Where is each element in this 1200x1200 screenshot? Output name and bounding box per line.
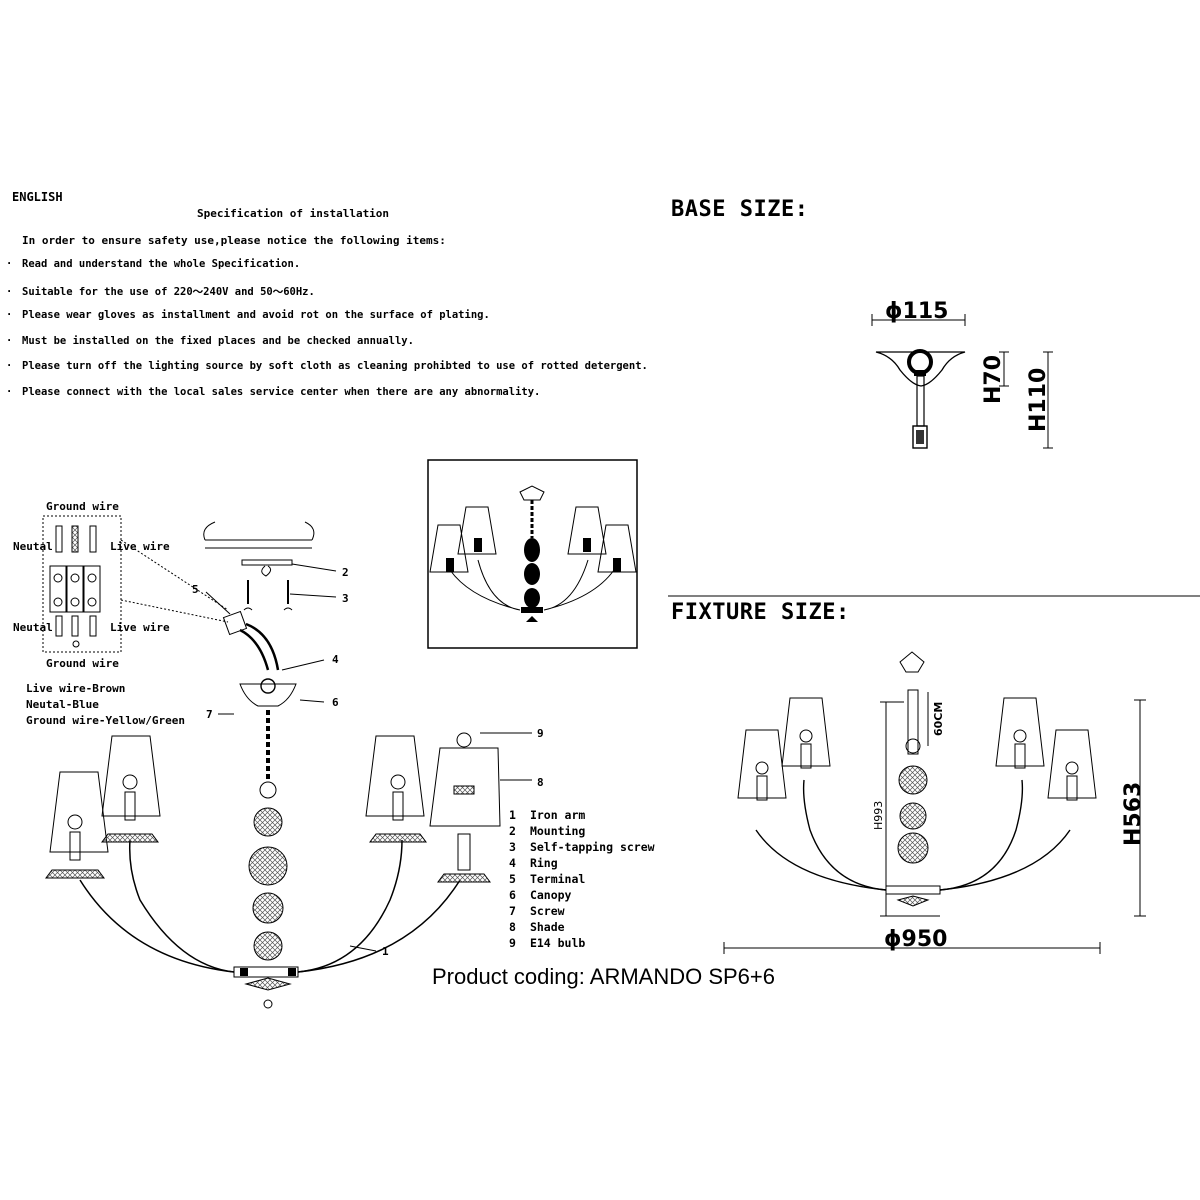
parts-list: 1 Iron arm 2 Mounting 3 Self-tapping scr… bbox=[509, 808, 655, 952]
live-bottom-label: Live wire bbox=[110, 621, 170, 634]
base-size-heading: BASE SIZE: bbox=[671, 197, 809, 222]
callout-7: 7 bbox=[206, 708, 213, 721]
neutral-top-label: Neutal bbox=[13, 540, 53, 553]
part-item: 6 Canopy bbox=[509, 888, 572, 902]
callout-8: 8 bbox=[537, 776, 544, 789]
base-h-total-label: H110 bbox=[1026, 368, 1051, 432]
part-item: 2 Mounting bbox=[509, 824, 586, 838]
wiring-diagram: Ground wire Neutal Live wire Neutal Live… bbox=[13, 500, 229, 670]
spec-item: Please wear gloves as installment and av… bbox=[6, 309, 648, 335]
fixture-diameter-label: ϕ950 bbox=[884, 927, 947, 952]
fixture-height-label: H563 bbox=[1121, 782, 1146, 846]
product-coding: Product coding: ARMANDO SP6+6 bbox=[432, 964, 775, 989]
part-item: 7 Screw bbox=[509, 904, 565, 918]
spec-item: Please turn off the lighting source by s… bbox=[6, 360, 648, 386]
spec-intro: In order to ensure safety use,please not… bbox=[22, 234, 446, 247]
callout-5: 5 bbox=[192, 583, 199, 596]
spec-title: Specification of installation bbox=[197, 207, 390, 220]
callout-6: 6 bbox=[332, 696, 339, 709]
part-item: 8 Shade bbox=[509, 920, 565, 934]
part-item: 1 Iron arm bbox=[509, 808, 586, 822]
part-item: 9 E14 bulb bbox=[509, 936, 586, 950]
live-top-label: Live wire bbox=[110, 540, 170, 553]
wire-note: Ground wire-Yellow/Green bbox=[26, 714, 185, 727]
spec-item: Please connect with the local sales serv… bbox=[6, 386, 648, 412]
callout-9: 9 bbox=[537, 727, 544, 740]
base-h-canopy-label: H70 bbox=[981, 355, 1006, 404]
fixture-h-inner-label: H993 bbox=[872, 801, 885, 830]
fixture-drawing: H993 60CM H563 ϕ950 bbox=[723, 651, 1146, 954]
wire-note: Neutal-Blue bbox=[26, 698, 99, 711]
fixture-size-heading: FIXTURE SIZE: bbox=[671, 600, 850, 625]
part-item: 5 Terminal bbox=[509, 872, 586, 886]
wire-note: Live wire-Brown bbox=[26, 682, 126, 695]
callout-4: 4 bbox=[332, 653, 339, 666]
spec-item: Must be installed on the fixed places an… bbox=[6, 335, 648, 361]
base-diameter-label: ϕ115 bbox=[885, 299, 948, 324]
ground-wire-top-label: Ground wire bbox=[46, 500, 119, 513]
spec-item: Suitable for the use of 220～240V and 50～… bbox=[6, 284, 648, 310]
language-label: ENGLISH bbox=[12, 190, 63, 204]
ground-wire-bottom-label: Ground wire bbox=[46, 657, 119, 670]
part-item: 4 Ring bbox=[509, 856, 558, 870]
neutral-bottom-label: Neutal bbox=[13, 621, 53, 634]
fixture-h-chain-label: 60CM bbox=[932, 702, 945, 736]
callout-3: 3 bbox=[342, 592, 349, 605]
spec-list: Read and understand the whole Specificat… bbox=[6, 258, 648, 411]
callout-2: 2 bbox=[342, 566, 349, 579]
spec-item: Read and understand the whole Specificat… bbox=[6, 258, 648, 284]
preview-box bbox=[427, 459, 638, 649]
exploded-assembly: 2 3 5 4 6 7 9 8 1 bbox=[45, 521, 544, 1009]
base-drawing: ϕ115 H70 H110 bbox=[871, 299, 1053, 449]
part-item: 3 Self-tapping screw bbox=[509, 840, 655, 854]
callout-1: 1 bbox=[382, 945, 389, 958]
